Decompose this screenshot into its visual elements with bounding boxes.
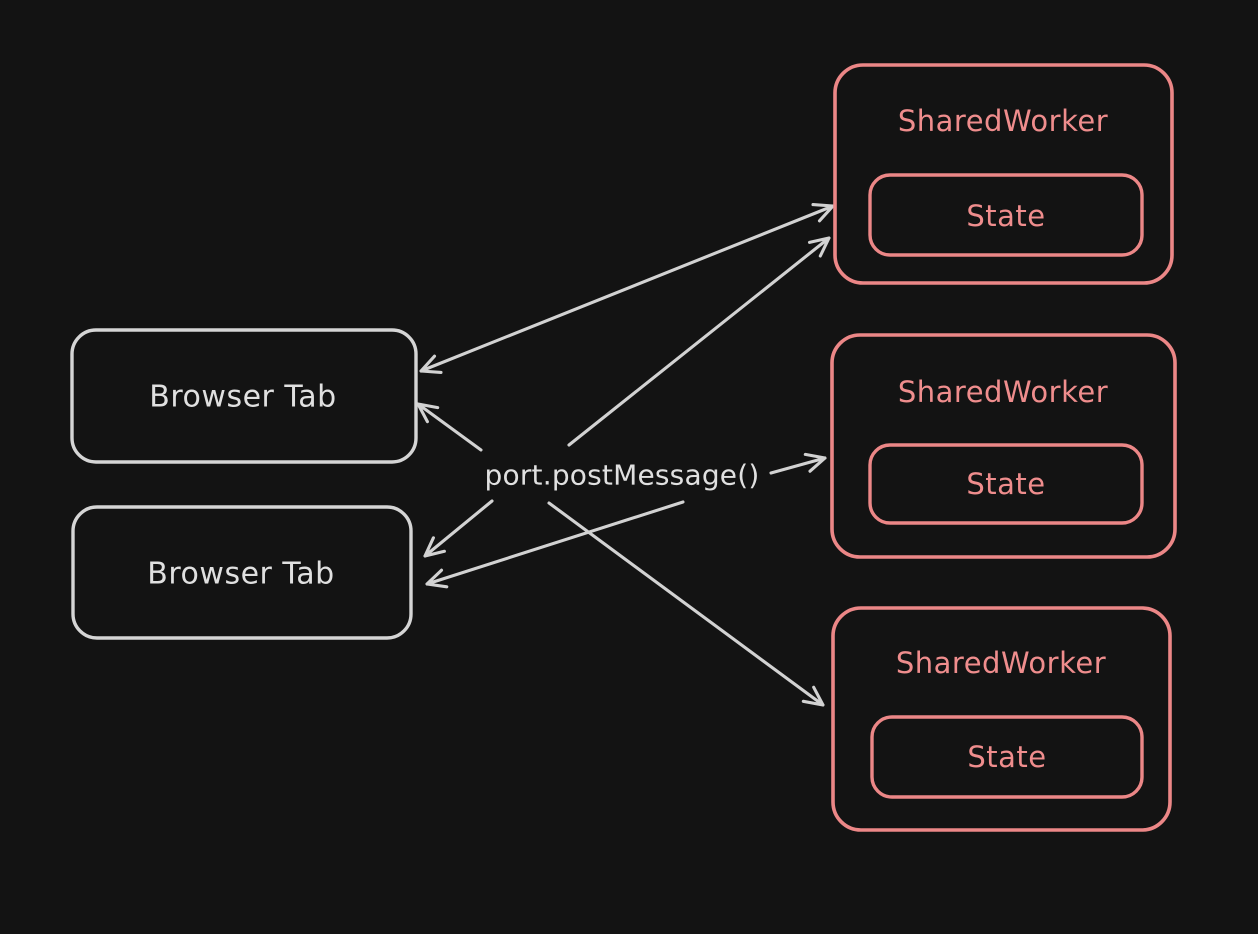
shared-worker-1-state-box	[868, 173, 1144, 257]
node-shared-worker-1: SharedWorker State	[833, 63, 1174, 285]
shared-worker-1-state-label: State	[966, 199, 1045, 233]
node-browser-tab-2: Browser Tab	[71, 505, 413, 640]
shared-worker-2-state-label: State	[966, 467, 1045, 501]
shared-worker-2-box	[830, 333, 1177, 559]
port-postmessage-label: port.postMessage()	[485, 459, 760, 492]
shared-worker-3-label: SharedWorker	[896, 646, 1106, 680]
shared-worker-1-box	[833, 63, 1174, 285]
arrow-label-tab2-upper	[423, 499, 494, 558]
browser-tab-1-box	[70, 328, 418, 464]
arrow-label-worker3	[547, 501, 825, 707]
browser-tab-1-label: Browser Tab	[149, 380, 336, 415]
shared-worker-3-box	[831, 606, 1172, 832]
arrow-label-tab2-lower	[425, 500, 685, 589]
arrow-tab1-worker1	[419, 203, 835, 374]
arrow-label-worker2	[769, 452, 827, 475]
browser-tab-2-label: Browser Tab	[147, 557, 334, 592]
shared-worker-2-state-box	[868, 443, 1144, 525]
arrow-label-tab1	[416, 402, 483, 452]
shared-worker-3-state-box	[870, 715, 1144, 799]
shared-worker-1-label: SharedWorker	[898, 104, 1108, 138]
arrows-layer	[416, 203, 835, 707]
browser-tab-2-box	[71, 505, 413, 640]
shared-worker-3-state-label: State	[967, 740, 1046, 774]
node-browser-tab-1: Browser Tab	[70, 328, 418, 464]
node-shared-worker-3: SharedWorker State	[831, 606, 1172, 832]
shared-worker-2-label: SharedWorker	[898, 375, 1108, 409]
node-shared-worker-2: SharedWorker State	[830, 333, 1177, 559]
arrow-label-worker1	[567, 236, 831, 447]
